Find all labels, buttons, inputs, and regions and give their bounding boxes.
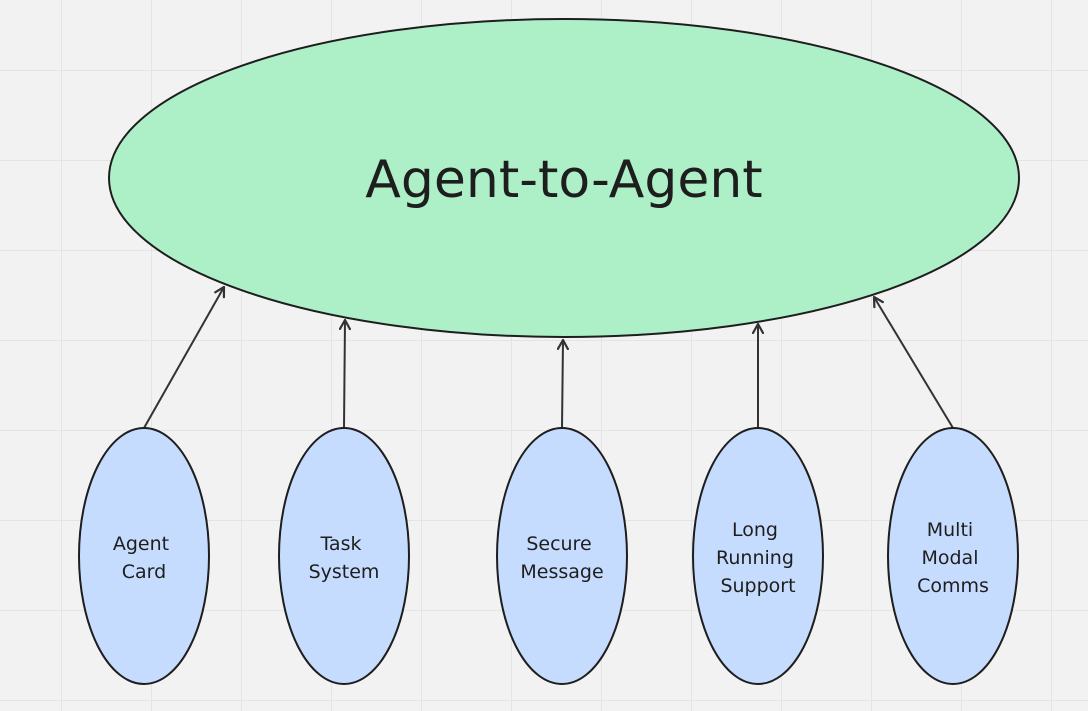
child-node-label: Long Running Support [716, 519, 800, 597]
child-node-shape[interactable] [496, 427, 628, 685]
child-node-shape[interactable] [887, 427, 1019, 685]
child-node-label: Agent Card [113, 533, 175, 583]
arrow-multi-modal-comms[interactable] [874, 297, 954, 429]
child-node-shape[interactable] [692, 427, 824, 685]
arrow-agent-card[interactable] [143, 287, 224, 429]
child-node-label: Secure Message [520, 533, 603, 583]
child-node-label-line: Secure [526, 533, 591, 555]
child-node-agent-card[interactable]: Agent Card [78, 427, 210, 685]
central-node-shape[interactable] [108, 18, 1020, 338]
child-node-label-line: Message [520, 561, 603, 583]
child-node-label-line: Long [732, 519, 778, 541]
child-node-label-line: Comms [917, 575, 989, 597]
child-node-label-line: Running [716, 547, 794, 569]
child-node-label-line: Multi [927, 519, 973, 541]
arrow-task-system[interactable] [344, 320, 345, 429]
child-node-label-line: Support [720, 575, 795, 597]
central-node-label: Agent-to-Agent [365, 150, 762, 210]
child-node-multi-modal-comms[interactable]: Multi Modal Comms [887, 427, 1019, 685]
child-node-shape[interactable] [78, 427, 210, 685]
child-node-label-line: Agent [113, 533, 169, 555]
connectors [143, 287, 954, 429]
child-node-task-system[interactable]: Task System [278, 427, 410, 685]
child-node-label-line: Modal [921, 547, 978, 569]
child-node-label: Multi Modal Comms [917, 519, 989, 597]
child-node-label-line: Card [122, 561, 166, 583]
child-node-label: Task System [309, 533, 380, 583]
child-node-shape[interactable] [278, 427, 410, 685]
child-node-label-line: Task [319, 533, 361, 555]
child-node-secure-message[interactable]: Secure Message [496, 427, 628, 685]
central-node[interactable]: Agent-to-Agent [108, 18, 1020, 338]
arrow-secure-message[interactable] [562, 340, 563, 429]
child-node-label-line: System [309, 561, 380, 583]
child-node-long-running-support[interactable]: Long Running Support [692, 427, 824, 685]
